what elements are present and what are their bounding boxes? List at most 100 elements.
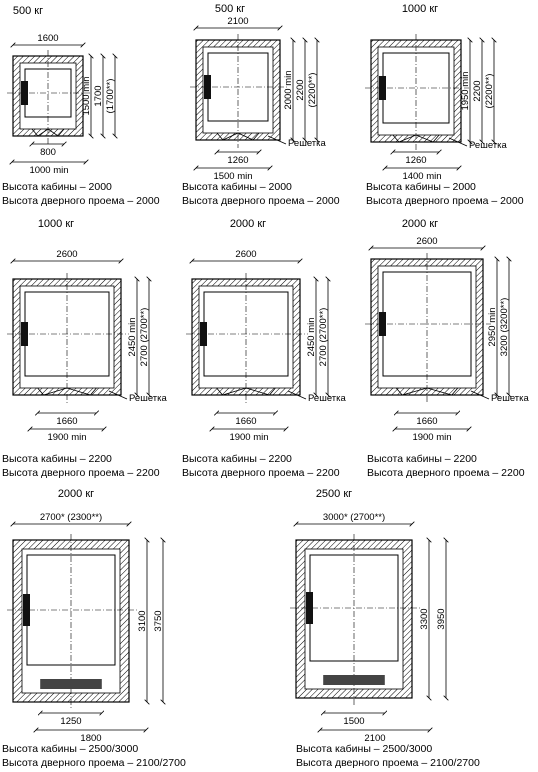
- grille-label: Решетка: [308, 393, 347, 404]
- drawing-title: 2000 кг: [230, 218, 266, 230]
- counterweight: [21, 81, 28, 105]
- depth-dimension: (2200**): [307, 73, 318, 108]
- counterweight: [21, 322, 28, 346]
- door-dimension: 1260: [227, 155, 248, 166]
- depth-dimension: 2450 min: [306, 317, 317, 356]
- door-dimension: 1500: [343, 716, 364, 727]
- door-height-caption: Высота дверного проема – 2100/2700: [296, 757, 480, 769]
- depth-dimension: (2200**): [484, 74, 495, 109]
- door-sill: [40, 679, 102, 689]
- width-dimension: 3000* (2700**): [323, 512, 385, 523]
- door-leaves: [31, 128, 65, 137]
- counterweight: [379, 76, 386, 100]
- door-sill: [323, 675, 385, 685]
- depth-dimension: (1700**): [105, 79, 116, 114]
- depth-dimension: 3100: [137, 610, 148, 631]
- grille-leader: [267, 135, 287, 145]
- door-height-caption: Высота дверного проема – 2200: [2, 467, 160, 479]
- depth-dimension: 3750: [153, 610, 164, 631]
- grille-leader: [287, 390, 307, 400]
- bottom-dimension: 1800: [80, 733, 101, 744]
- cabin-height-caption: Высота кабины – 2200: [182, 453, 292, 465]
- door-height-caption: Высота дверного проема – 2100/2700: [2, 757, 186, 769]
- depth-dimension: 2200: [472, 80, 483, 101]
- cabin-height-caption: Высота кабины – 2200: [2, 453, 112, 465]
- door-height-caption: Высота дверного проема – 2200: [182, 467, 340, 479]
- grille-leader: [448, 137, 468, 147]
- bottom-dimension: 1900 min: [229, 432, 268, 443]
- depth-dimension: 3300: [419, 608, 430, 629]
- grille-label: Решетка: [129, 393, 168, 404]
- depth-dimension: 1700: [93, 85, 104, 106]
- cabin-height-caption: Высота кабины – 2500/3000: [296, 743, 432, 755]
- grille-leader: [470, 390, 490, 400]
- grille-leader: [108, 390, 128, 400]
- bottom-dimension: 1900 min: [412, 432, 451, 443]
- depth-dimension: 3200 (3200**): [499, 298, 510, 357]
- drawing-title: 500 кг: [215, 3, 245, 15]
- door-height-caption: Высота дверного проема – 2000: [182, 195, 340, 207]
- door-dimension: 1660: [56, 416, 77, 427]
- door-dimension: 800: [40, 147, 56, 158]
- depth-dimension: 3950: [436, 608, 447, 629]
- width-dimension: 2600: [235, 249, 256, 260]
- width-dimension: 2100: [227, 16, 248, 27]
- bottom-dimension: 1400 min: [402, 171, 441, 182]
- bottom-dimension: 1000 min: [29, 165, 68, 176]
- grille-label: Решетка: [288, 138, 327, 149]
- cabin-height-caption: Высота кабины – 2200: [367, 453, 477, 465]
- counterweight: [23, 594, 30, 626]
- depth-dimension: 2000 min: [283, 70, 294, 109]
- bottom-dimension: 1900 min: [47, 432, 86, 443]
- door-leaves: [395, 387, 459, 396]
- counterweight: [204, 75, 211, 99]
- width-dimension: 2600: [56, 249, 77, 260]
- counterweight: [306, 592, 313, 624]
- drawing-title: 1000 кг: [402, 3, 438, 15]
- width-dimension: 2700* (2300**): [40, 512, 102, 523]
- bottom-dimension: 1500 min: [213, 171, 252, 182]
- cabin-height-caption: Высота кабины – 2500/3000: [2, 743, 138, 755]
- grille-label: Решетка: [469, 140, 508, 151]
- cabin-height-caption: Высота кабины – 2000: [2, 181, 112, 193]
- door-leaves: [37, 387, 97, 396]
- door-leaves: [392, 134, 440, 143]
- depth-dimension: 2950 min: [487, 307, 498, 346]
- door-height-caption: Высота дверного проема – 2200: [367, 467, 525, 479]
- cabin-height-caption: Высота кабины – 2000: [366, 181, 476, 193]
- door-dimension: 1260: [405, 155, 426, 166]
- drawing-title: 2000 кг: [402, 218, 438, 230]
- counterweight: [200, 322, 207, 346]
- drawing-title: 2500 кг: [316, 488, 352, 500]
- door-leaves: [216, 387, 276, 396]
- bottom-dimension: 2100: [364, 733, 385, 744]
- depth-dimension: 2700 (2700**): [318, 308, 329, 367]
- drawing-title: 2000 кг: [58, 488, 94, 500]
- depth-dimension: 2450 min: [127, 317, 138, 356]
- drawing-title: 500 кг: [13, 5, 43, 17]
- width-dimension: 2600: [416, 236, 437, 247]
- width-dimension: 1600: [37, 33, 58, 44]
- drawing-title: 1000 кг: [38, 218, 74, 230]
- grille-label: Решетка: [491, 393, 530, 404]
- depth-dimension: 2700 (2700**): [139, 308, 150, 367]
- door-leaves: [216, 132, 260, 141]
- depth-dimension: 1950 min: [460, 71, 471, 110]
- depth-dimension: 1500 min: [81, 76, 92, 115]
- door-dimension: 1660: [235, 416, 256, 427]
- door-height-caption: Высота дверного проема – 2000: [366, 195, 524, 207]
- door-dimension: 1660: [416, 416, 437, 427]
- depth-dimension: 2200: [295, 79, 306, 100]
- counterweight: [379, 312, 386, 336]
- cabin-height-caption: Высота кабины – 2000: [182, 181, 292, 193]
- door-height-caption: Высота дверного проема – 2000: [2, 195, 160, 207]
